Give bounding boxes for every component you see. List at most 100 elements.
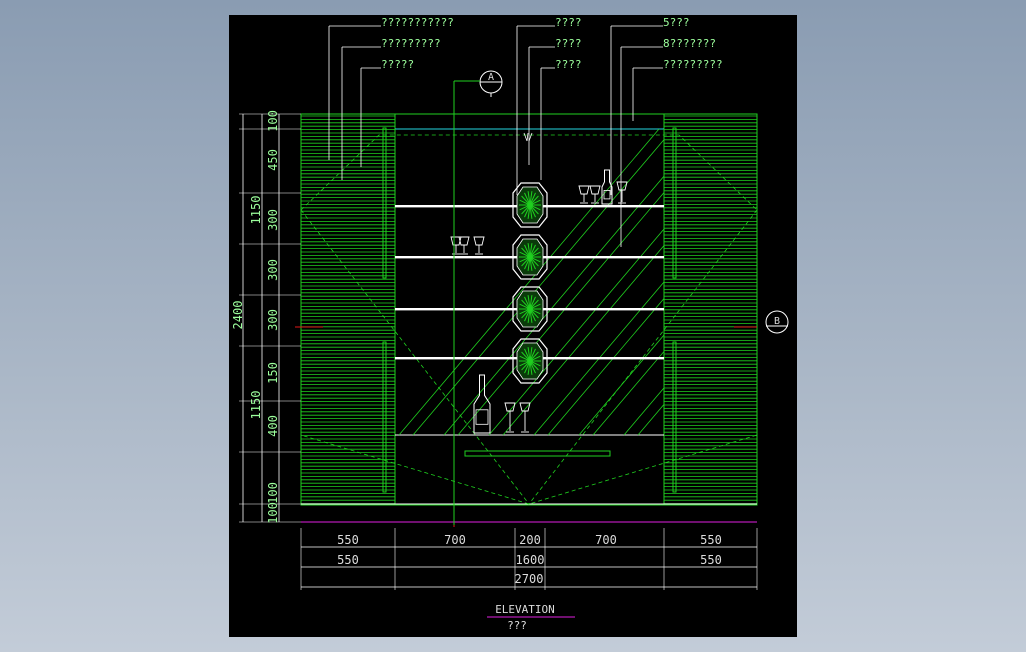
wine-cell (512, 338, 548, 384)
wine-glass (578, 185, 590, 204)
glass-hatch-line (637, 403, 664, 436)
glass-hatch-line (683, 129, 797, 435)
wine-cell-frame (512, 338, 548, 384)
section-marker-a-label: A (488, 72, 494, 83)
leader-right-label-1: ???? (555, 37, 582, 50)
glass-shelves (395, 205, 664, 360)
bottle-label (603, 189, 611, 200)
glass-hatch-line (592, 350, 664, 436)
wine-cell-frame (512, 182, 548, 228)
glass-hatch-line (502, 244, 664, 436)
dim-inner-4: 300 (266, 309, 280, 331)
leader-right-label-2: ???? (555, 58, 582, 71)
glass-hatch-line (547, 297, 664, 436)
bottle (601, 169, 613, 205)
dim-inner-2: 300 (266, 209, 280, 231)
panel-slats (301, 115, 395, 504)
glass-hatch-line (488, 228, 664, 436)
dim-h2-2: 550 (700, 553, 722, 567)
right-wall-panel (663, 113, 758, 506)
glass-bowl (458, 236, 470, 246)
glass-bowl (473, 236, 485, 246)
bottle (473, 374, 491, 434)
wine-cell (512, 234, 548, 280)
dim-h1-0: 550 (337, 533, 359, 547)
leader-left-label-1: ????????? (381, 37, 441, 50)
bottle-outline (473, 374, 491, 434)
cabinet-ornament (523, 132, 533, 142)
glass-hatch-line (443, 175, 664, 436)
section-marker-a[interactable]: A (453, 70, 503, 525)
leader-right-label-5: ????????? (663, 58, 723, 71)
section-marker-b-label: B (774, 316, 780, 327)
glass-bowl (589, 185, 601, 195)
glass-hatch-line (669, 129, 797, 435)
drawing-subtitle: ??? (507, 619, 527, 632)
bottle-end-center (527, 254, 533, 260)
glass-hatch-line (623, 387, 664, 436)
dim-inner-6: 400 (266, 415, 280, 437)
leader-left-label-0: ??????????? (381, 16, 454, 29)
dim-inner-1: 450 (266, 149, 280, 171)
wine-rack-column (512, 182, 548, 384)
panel-handle-lower (672, 341, 677, 493)
dim-h1-3: 700 (595, 533, 617, 547)
diamond-diag (300, 209, 530, 505)
bottle-end-center (527, 358, 533, 364)
wine-cell (512, 182, 548, 228)
wine-glass (473, 236, 485, 255)
glass-hatch-line (398, 129, 660, 436)
leader-right-label-4: 8??????? (663, 37, 716, 50)
leader-right-label-0: ???? (555, 16, 582, 29)
bottle-end-center (527, 202, 533, 208)
left-wall-panel (300, 113, 396, 506)
wine-glass (616, 181, 628, 204)
leader-right-label-3: 5??? (663, 16, 690, 29)
dim-h1-4: 550 (700, 533, 722, 547)
cad-viewport[interactable]: ?????????????????????????????????????5??… (229, 15, 797, 637)
bottle-outline (601, 169, 613, 205)
diamond-outline (300, 134, 758, 505)
dim-inner-0: 100 (266, 110, 280, 132)
wine-glass (458, 236, 470, 255)
wine-cell-frame (512, 234, 548, 280)
glass-hatch (398, 129, 797, 436)
diamond-diag (528, 209, 758, 505)
dim-h2-0: 550 (337, 553, 359, 567)
annotation-leaders: ????????????????????????????????????? 5??… (328, 16, 723, 247)
dim-h2-1: 1600 (516, 553, 545, 567)
panel-handle-lower (382, 341, 387, 493)
glass-bowl (616, 181, 628, 191)
glass-bowl (450, 236, 462, 246)
glass-bowl (504, 402, 516, 412)
glass-hatch-line (578, 334, 664, 436)
wine-glass (504, 402, 516, 433)
elevation-drawing: ?????????????????????????????????????5??… (231, 16, 797, 632)
dim-inner-5: 150 (266, 362, 280, 384)
light-strip (464, 450, 611, 457)
bottles-and-glasses (450, 169, 628, 434)
dim-upper-1150: 1150 (249, 196, 263, 225)
section-marker-b[interactable]: B (295, 310, 789, 334)
panel-slats (664, 115, 757, 504)
wine-glass (519, 402, 531, 433)
glass-hatch-line (533, 281, 664, 436)
dim-h1-2: 200 (519, 533, 541, 547)
leader-left-label-2: ????? (381, 58, 414, 71)
cabinet-glass-area (300, 113, 797, 527)
bottle-end-center (527, 306, 533, 312)
dim-inner-3: 300 (266, 259, 280, 281)
wine-cell (512, 286, 548, 332)
glass-hatch-line (412, 138, 664, 436)
bottle-label (475, 409, 489, 425)
dimension-lines: 2400115011501004503003003001504001001005… (231, 110, 758, 590)
glass-bowl (519, 402, 531, 412)
glass-hatch-line (457, 191, 664, 436)
drawing-title: ELEVATION (495, 603, 555, 616)
dim-lower-1150: 1150 (249, 391, 263, 420)
wine-glass (450, 236, 462, 255)
panel-handle-upper (672, 127, 677, 279)
panel-handle-upper (382, 127, 387, 279)
dim-h1-1: 700 (444, 533, 466, 547)
wine-cell-frame (512, 286, 548, 332)
